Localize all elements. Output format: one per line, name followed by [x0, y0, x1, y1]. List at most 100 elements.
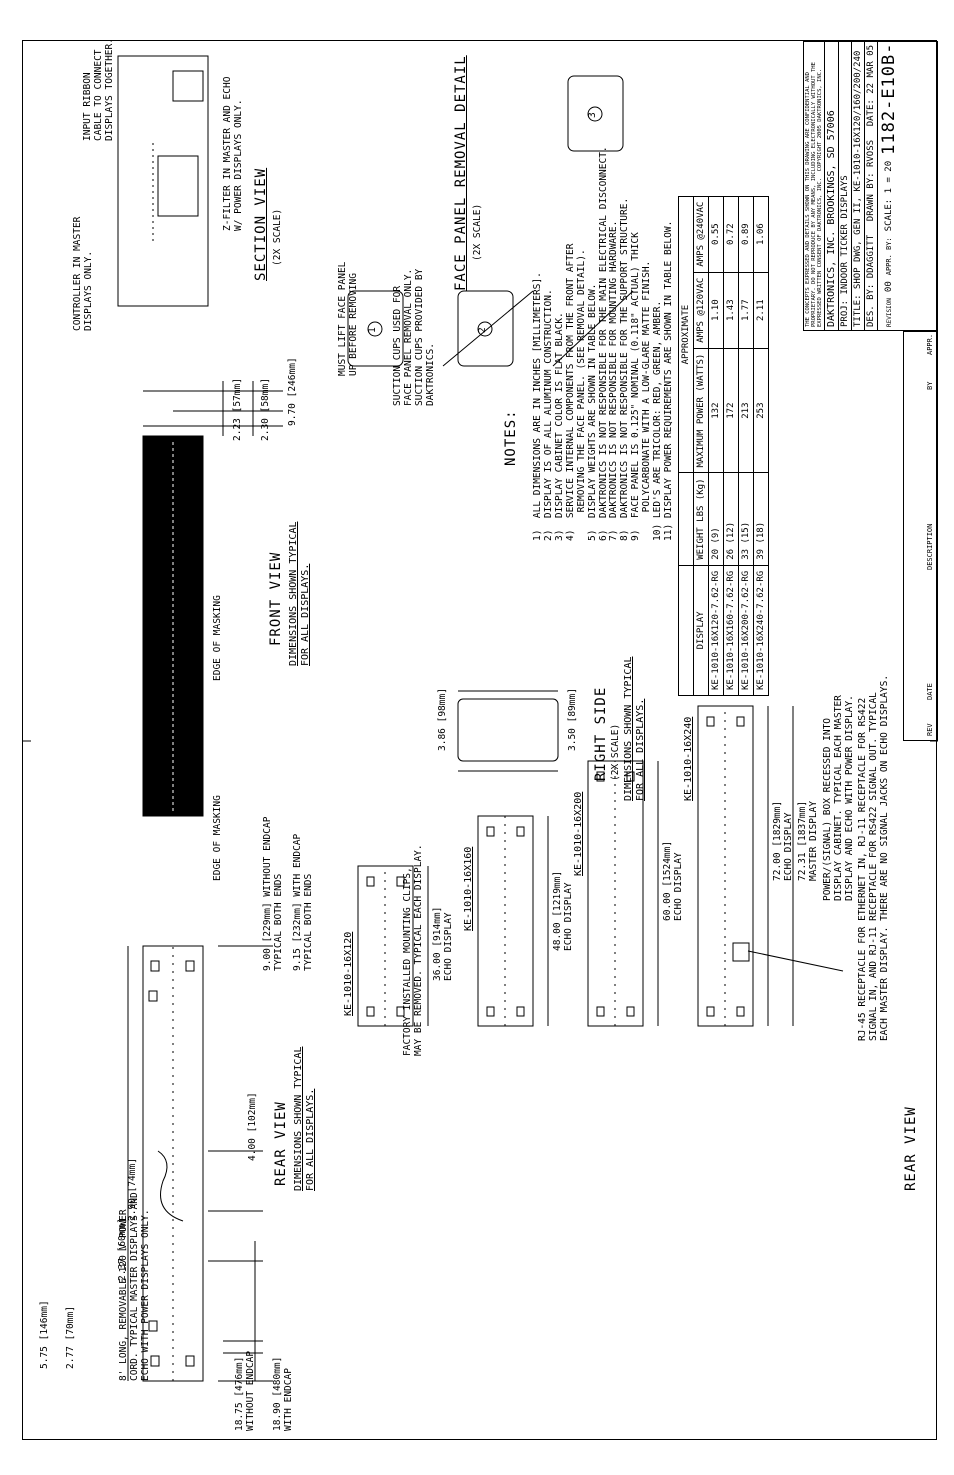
table-cell: 253 — [753, 348, 769, 473]
table-cell: 0.72 — [723, 196, 739, 273]
drawer: DRAWN BY: RVOSS — [866, 139, 877, 222]
rear-dim-575: 5.75 [146mm] — [39, 1300, 50, 1369]
rotated-drawing: 8' LONG, REMOVABLE 120 V POWER CORD. TYP… — [23, 38, 938, 1441]
right-side-scale: (2X SCALE) — [610, 723, 621, 781]
note-item: 4) SERVICE INTERNAL COMPONENTS FROM THE … — [564, 243, 587, 541]
credits-row: DES. BY: DDAGGITT DRAWN BY: RVOSS DATE: … — [865, 42, 879, 330]
power-table-header: DISPLAY — [693, 565, 709, 696]
table-cell: KE-1010-16X200-7.62-RG — [738, 565, 754, 696]
table-row: KE-1010-16X120-7.62-RG 20 (9) 132 1.10 0… — [708, 196, 724, 696]
table-cell: KE-1010-16X120-7.62-RG — [708, 565, 724, 696]
date-col: DATE — [926, 683, 934, 700]
table-cell: 1.10 — [708, 272, 724, 349]
front-dim-230: 2.30 [58mm] — [260, 378, 271, 441]
scale: SCALE: 1 = 20 — [884, 160, 895, 232]
project-line: PROJ: INDOOR TICKER DISPLAYS — [839, 42, 853, 330]
power-table-header: AMPS @240VAC — [693, 196, 709, 273]
model-dim-240-master: 72.31 [1837mm] MASTER DISPLAY — [797, 800, 819, 881]
mounting-clips-note: FACTORY INSTALLED MOUNTING CLIPS, MAY BE… — [402, 844, 424, 1056]
right-side-note: DIMENSIONS SHOWN TYPICAL FOR ALL DISPLAY… — [623, 656, 646, 802]
table-cell: KE-1010-16X240-7.62-RG — [753, 565, 769, 696]
revision-number: 00 — [884, 281, 895, 293]
approved-by: APPR. BY: — [885, 237, 894, 276]
section-view-title: SECTION VIEW — [253, 167, 269, 281]
drawing-date: DATE: 22 MAR 05 — [866, 45, 877, 127]
rear-view-note: DIMENSIONS SHOWN TYPICAL FOR ALL DISPLAY… — [293, 1046, 316, 1192]
rear-dim-height-endcap: 18.90 [480mm] WITH ENDCAP — [272, 1356, 294, 1431]
notes-title: NOTES: — [503, 409, 519, 466]
designer: DES. BY: DDAGGITT — [866, 234, 877, 327]
model-label-200: KE-1010-16X200 — [573, 791, 584, 876]
title-block: THE CONCEPTS EXPRESSED AND DETAILS SHOWN… — [803, 41, 938, 331]
front-view-note: DIMENSIONS SHOWN TYPICAL FOR ALL DISPLAY… — [288, 521, 311, 667]
rear-view-title: REAR VIEW — [273, 1101, 289, 1186]
power-table-header: MAXIMUM POWER (WATTS) — [693, 348, 709, 473]
power-box-note: POWER/(SIGNAL) BOX RECESSED INTO DISPLAY… — [822, 695, 855, 901]
suction-cups-note: SUCTION CUPS USED FOR FACE PANEL REMOVAL… — [392, 268, 436, 406]
input-ribbon-note: INPUT RIBBON CABLE TO CONNECT DISPLAYS T… — [82, 38, 115, 141]
model-dim-200: 60.00 [1524mm] ECHO DISPLAY — [662, 840, 684, 921]
confidential-note: THE CONCEPTS EXPRESSED AND DETAILS SHOWN… — [804, 42, 826, 330]
right-side-dim-386: 3.86 [98mm] — [437, 688, 448, 751]
notes-list: 1) ALL DIMENSIONS ARE IN INCHES [MILLIME… — [532, 146, 675, 541]
table-cell: KE-1010-16X160-7.62-RG — [723, 565, 739, 696]
appr-col: APPR. — [926, 333, 934, 355]
lift-face-panel-note: MUST LIFT FACE PANEL UP BEFORE REMOVING — [337, 261, 359, 376]
rear-dim-237: 2.37 [60mm] — [117, 1218, 128, 1281]
step-3: 3 — [587, 112, 598, 118]
right-side-dim-350: 3.50 [89mm] — [567, 688, 578, 751]
model-label-240: KE-1010-16X240 — [683, 716, 694, 801]
rear-dim-277: 2.77 [70mm] — [65, 1306, 76, 1369]
front-dim-223: 2.23 [57mm] — [232, 378, 243, 441]
face-panel-title: FACE PANEL REMOVAL DETAIL — [453, 55, 469, 291]
masking-label-2: EDGE OF MASKING — [212, 595, 223, 681]
table-row: KE-1010-16X200-7.62-RG 33 (15) 213 1.77 … — [738, 196, 754, 696]
power-table-group-header: APPROXIMATE — [678, 196, 694, 473]
face-panel-scale: (2X SCALE) — [472, 203, 483, 261]
section-view-cabinet — [117, 55, 209, 307]
table-cell: 172 — [723, 348, 739, 473]
revision-block: REV DATE DESCRIPTION BY APPR. — [903, 331, 938, 741]
company-line: DAKTRONICS, INC. BROOKINGS, SD 57006 — [825, 42, 840, 330]
drawing-number: 1182-E10B-237159 — [879, 42, 900, 155]
front-view-display — [142, 435, 204, 817]
table-row: KE-1010-16X160-7.62-RG 26 (12) 172 1.43 … — [723, 196, 739, 696]
model-label-120: KE-1010-16X120 — [343, 931, 354, 1016]
step-1: 1 — [367, 327, 378, 333]
bottom-rear-view-title: REAR VIEW — [903, 1106, 919, 1191]
table-cell: 20 (9) — [708, 473, 724, 566]
model-dim-240-echo: 72.00 [1829mm] ECHO DISPLAY — [772, 800, 794, 881]
note-item: 9) FACE PANEL IS 0.125" NOMINAL (0.118" … — [630, 232, 653, 541]
masking-label-1: EDGE OF MASKING — [212, 795, 223, 881]
note-item: 5) DISPLAY WEIGHTS ARE SHOWN IN TABLE BE… — [586, 283, 598, 541]
right-side-profile — [457, 698, 559, 762]
table-cell: 1.43 — [723, 272, 739, 349]
rear-dim-400: 4.00 [102mm] — [247, 1092, 258, 1161]
drawing-number-row: REVISION 00 APPR. BY: SCALE: 1 = 20 1182… — [878, 42, 900, 330]
revision-label: REVISION — [885, 298, 893, 327]
power-table-header: WEIGHT LBS (Kg) — [693, 473, 709, 566]
front-dim-970: 9.70 [246mm] — [287, 357, 298, 426]
rear-dim-915: 9.15 [232mm] WITH ENDCAP TYPICAL BOTH EN… — [292, 833, 314, 971]
drawing-sheet: 8' LONG, REMOVABLE 120 V POWER CORD. TYP… — [22, 38, 938, 1441]
description-col: DESCRIPTION — [926, 523, 934, 570]
table-cell: 132 — [708, 348, 724, 473]
model-dim-120: 36.00 [914mm] ECHO DISPLAY — [432, 906, 454, 981]
step-2: 2 — [477, 327, 488, 333]
table-cell: 1.77 — [738, 272, 754, 349]
power-table: APPROXIMATE DISPLAY WEIGHT LBS (Kg) MAXI… — [678, 196, 769, 696]
rj45-note: RJ-45 RECEPTACLE FOR ETHERNET IN, RJ-11 … — [857, 674, 890, 1041]
model-label-160: KE-1010-16X160 — [463, 846, 474, 931]
by-col: BY — [926, 381, 934, 390]
right-side-title: RIGHT SIDE — [593, 686, 609, 781]
drawing-linework — [23, 55, 938, 1382]
table-row: KE-1010-16X240-7.62-RG 39 (18) 253 2.11 … — [753, 196, 769, 696]
table-cell: 26 (12) — [723, 473, 739, 566]
table-cell: 0.55 — [708, 196, 724, 273]
zfilter-note: Z-FILTER IN MASTER AND ECHO W/ POWER DIS… — [222, 76, 244, 231]
table-cell: 1.06 — [753, 196, 769, 273]
rear-dim-height-no-endcap: 18.75 [476mm] WITHOUT ENDCAP — [234, 1350, 256, 1431]
table-cell: 213 — [738, 348, 754, 473]
power-table-header: AMPS @120VAC — [693, 272, 709, 349]
rev-col: REV — [926, 723, 934, 736]
